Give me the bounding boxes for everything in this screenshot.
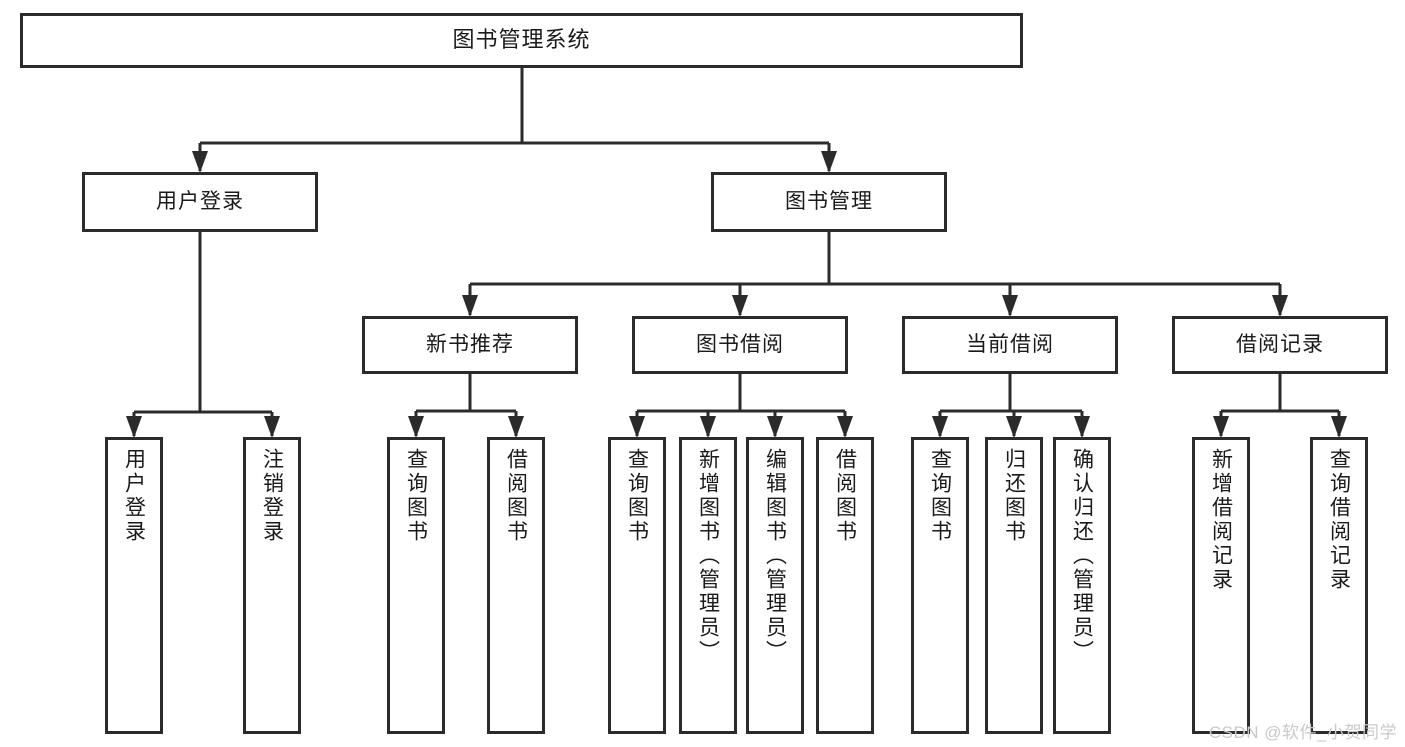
- arrow-head-icon: [767, 416, 783, 438]
- arrow-head-icon: [1331, 416, 1347, 438]
- node-label: 编辑图书（管理员）: [763, 448, 787, 664]
- node-leaf-query-book-3[interactable]: 查询图书: [911, 437, 969, 734]
- arrow-head-icon: [462, 295, 478, 317]
- arrow-head-icon: [192, 151, 208, 173]
- node-label: 注销登录: [260, 448, 284, 544]
- arrow-head-icon: [732, 295, 748, 317]
- node-label: 查询图书: [625, 448, 649, 544]
- arrow-head-icon: [837, 416, 853, 438]
- node-leaf-user-login[interactable]: 用户登录: [105, 437, 163, 734]
- node-label: 查询图书: [928, 448, 952, 544]
- node-label: 新书推荐: [426, 333, 514, 357]
- node-leaf-add-record[interactable]: 新增借阅记录: [1192, 437, 1250, 734]
- node-label: 归还图书: [1002, 448, 1026, 544]
- node-leaf-return-book[interactable]: 归还图书: [985, 437, 1043, 734]
- node-label: 新增借阅记录: [1209, 448, 1233, 592]
- node-label: 借阅记录: [1236, 333, 1324, 357]
- arrow-head-icon: [408, 416, 424, 438]
- node-label: 借阅图书: [504, 448, 528, 544]
- arrow-head-icon: [700, 416, 716, 438]
- node-label: 用户登录: [122, 448, 146, 544]
- node-leaf-query-book-2[interactable]: 查询图书: [608, 437, 666, 734]
- node-label: 图书管理系统: [452, 27, 591, 53]
- node-label: 新增图书（管理员）: [696, 448, 720, 664]
- node-label: 查询图书: [404, 448, 428, 544]
- node-root-root[interactable]: 图书管理系统: [20, 13, 1023, 68]
- node-label: 借阅图书: [833, 448, 857, 544]
- node-leaf-query-record[interactable]: 查询借阅记录: [1310, 437, 1368, 734]
- arrow-head-icon: [1074, 416, 1090, 438]
- arrow-head-icon: [1006, 416, 1022, 438]
- arrow-head-icon: [264, 416, 280, 438]
- arrow-head-icon: [508, 416, 524, 438]
- arrow-head-icon: [1272, 295, 1288, 317]
- node-label: 用户登录: [156, 190, 244, 214]
- arrow-head-icon: [629, 416, 645, 438]
- node-leaf-borrow-book-2[interactable]: 借阅图书: [816, 437, 874, 734]
- node-borrow-record[interactable]: 借阅记录: [1172, 316, 1388, 374]
- node-book-management[interactable]: 图书管理: [711, 172, 947, 232]
- node-leaf-query-book-1[interactable]: 查询图书: [387, 437, 445, 734]
- node-leaf-logout[interactable]: 注销登录: [243, 437, 301, 734]
- node-leaf-add-book[interactable]: 新增图书（管理员）: [679, 437, 737, 734]
- node-label: 当前借阅: [966, 333, 1054, 357]
- arrow-head-icon: [821, 151, 837, 173]
- node-leaf-confirm-return[interactable]: 确认归还（管理员）: [1053, 437, 1111, 734]
- arrow-head-icon: [1213, 416, 1229, 438]
- arrow-head-icon: [126, 416, 142, 438]
- node-label: 图书管理: [785, 190, 873, 214]
- node-new-book-recommend[interactable]: 新书推荐: [362, 316, 578, 374]
- node-label: 确认归还（管理员）: [1070, 448, 1094, 664]
- node-leaf-edit-book[interactable]: 编辑图书（管理员）: [746, 437, 804, 734]
- arrow-head-icon: [1002, 295, 1018, 317]
- node-label: 图书借阅: [696, 333, 784, 357]
- node-leaf-borrow-book-1[interactable]: 借阅图书: [487, 437, 545, 734]
- arrow-head-icon: [932, 416, 948, 438]
- node-book-borrow[interactable]: 图书借阅: [632, 316, 848, 374]
- node-user-login[interactable]: 用户登录: [82, 172, 318, 232]
- node-current-borrow[interactable]: 当前借阅: [902, 316, 1118, 374]
- node-label: 查询借阅记录: [1327, 448, 1351, 592]
